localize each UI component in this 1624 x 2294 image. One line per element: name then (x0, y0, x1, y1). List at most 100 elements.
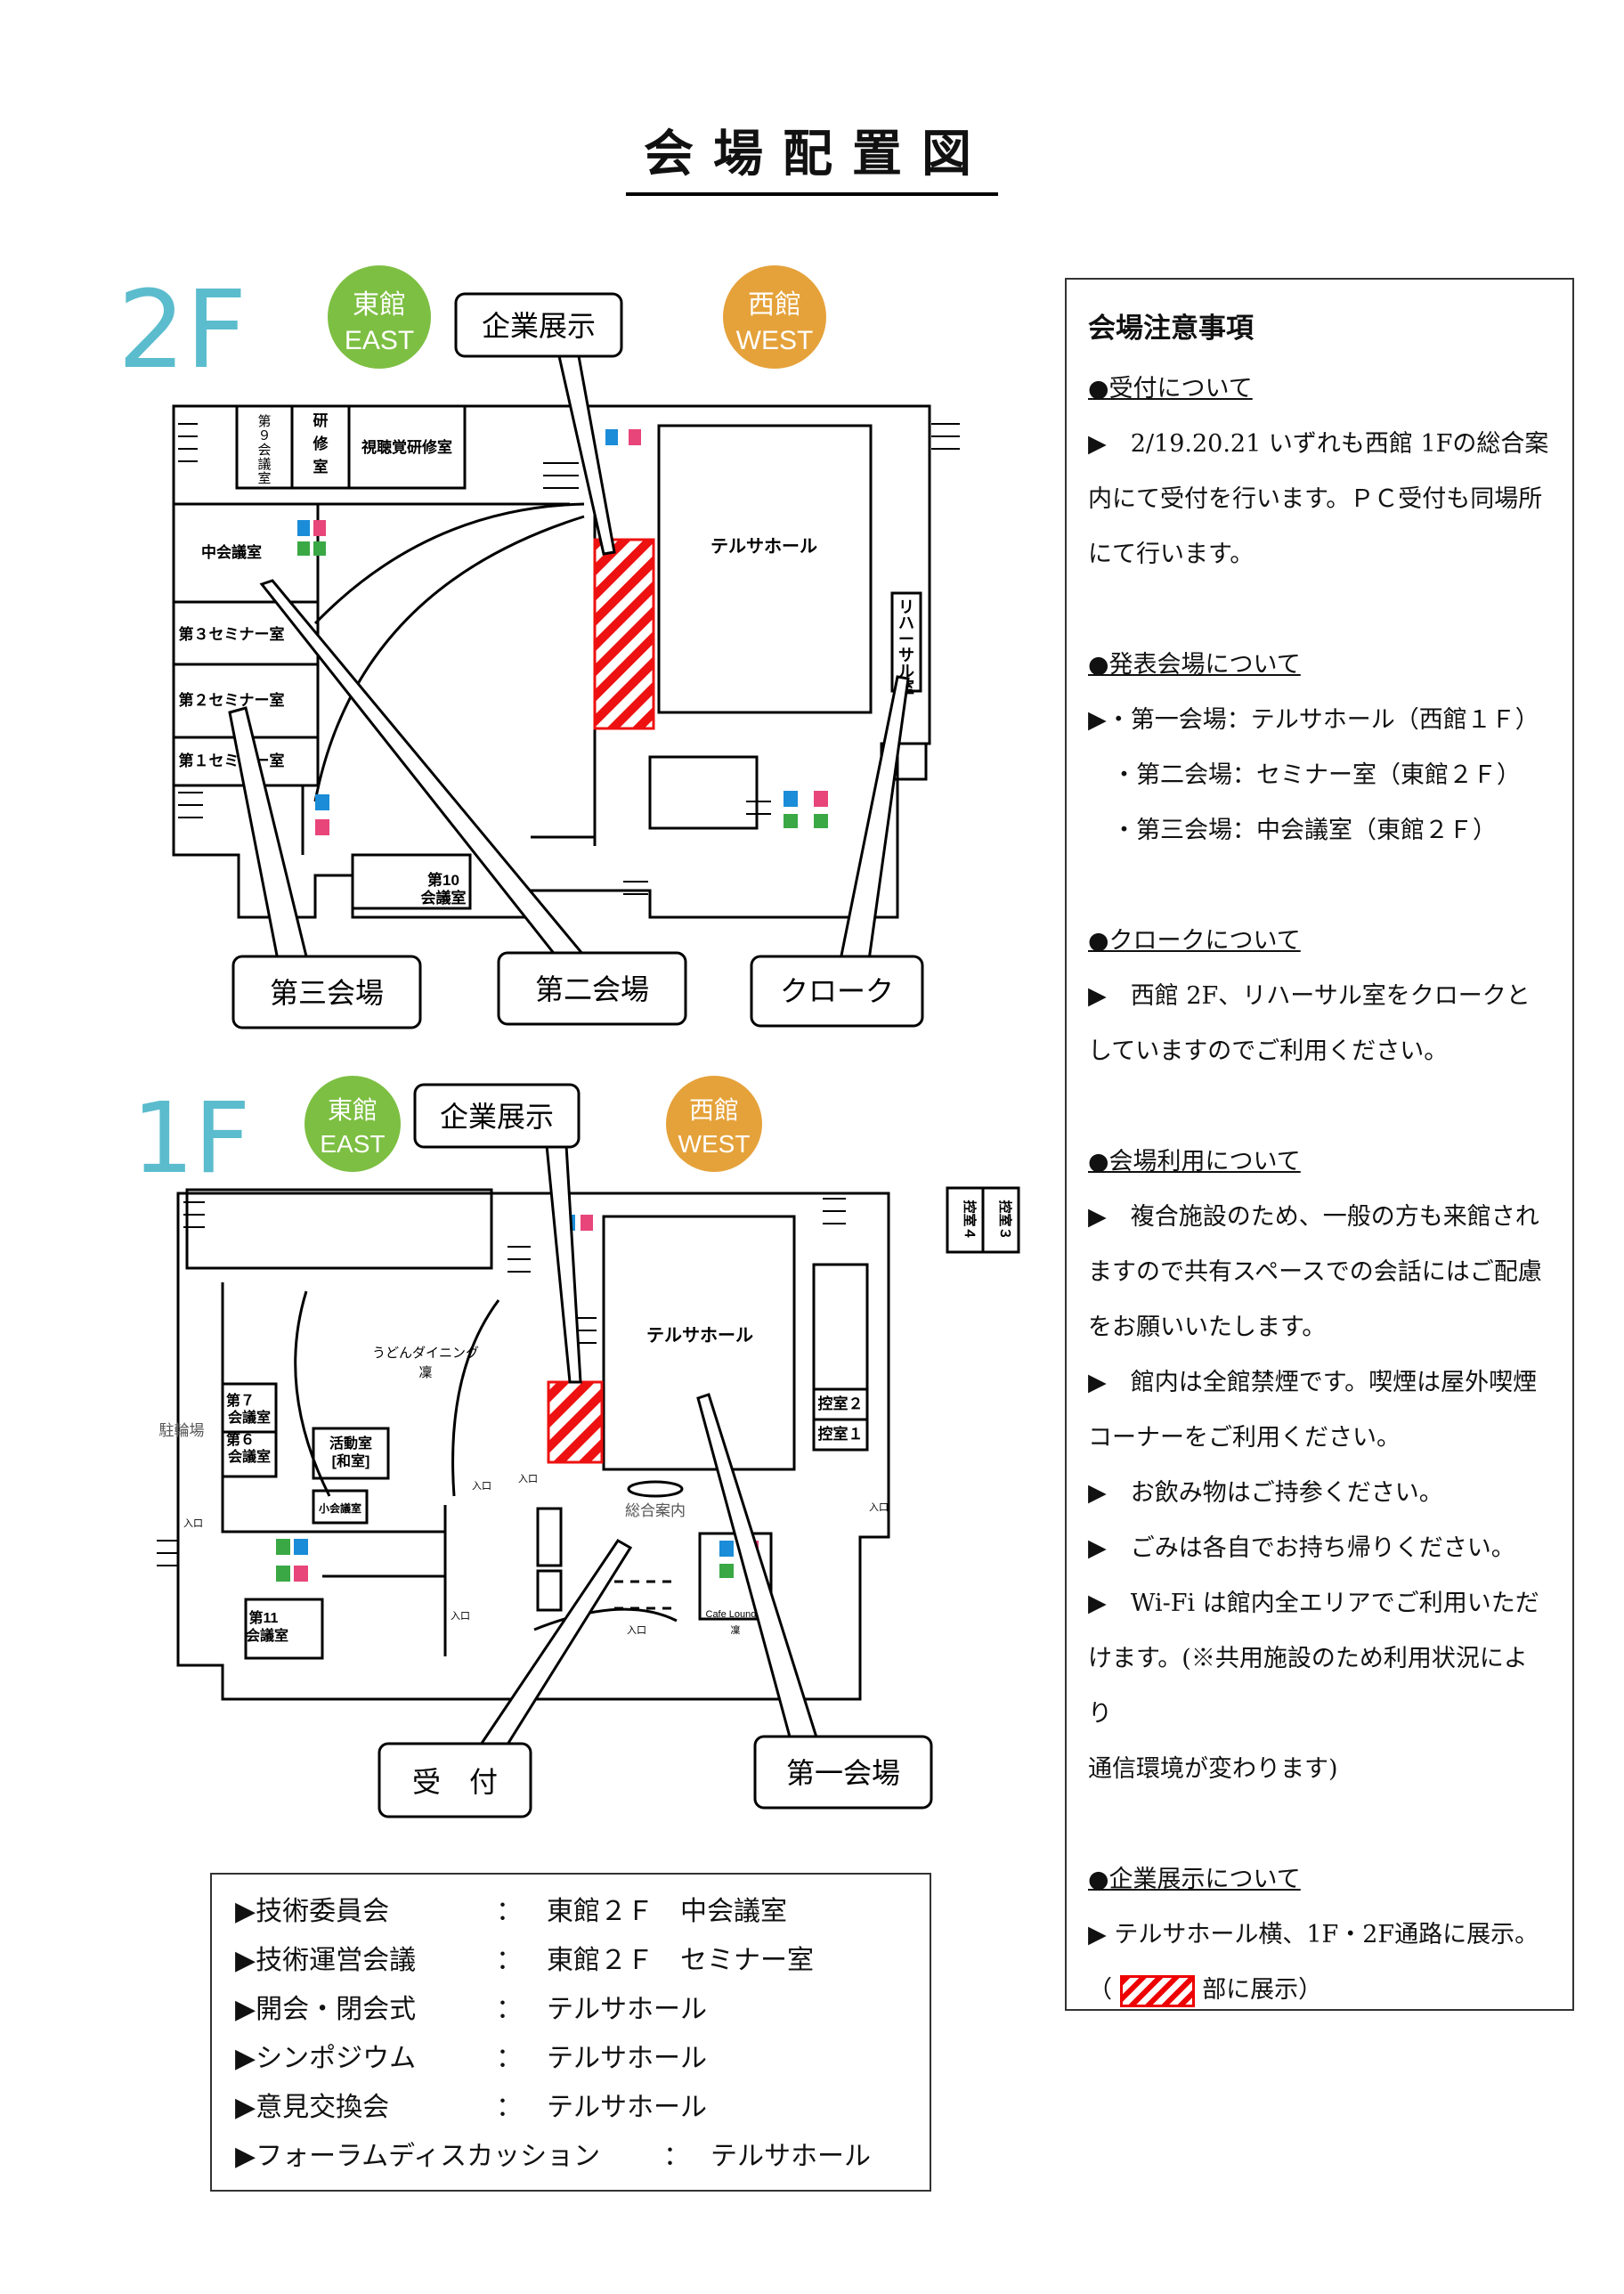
room-9-label: 第 ９ 会 議 室 (257, 413, 271, 486)
bicycle-parking-label: 駐輪場 (159, 1422, 205, 1439)
svg-text:Cafe Lounge: Cafe Lounge (706, 1609, 762, 1620)
callout-cloak: クローク (750, 955, 924, 1028)
svg-text:EAST: EAST (345, 326, 414, 355)
waiting-room-1-label: 控室１ (818, 1425, 864, 1443)
svg-text:西館: 西館 (748, 290, 801, 320)
notes-section-exhibit: ●企業展示について ▶ テルサホール横、1F・2F通路に展示。 （ 部に展示） (1088, 1852, 1551, 2018)
svg-text:第三会場: 第三会場 (270, 976, 384, 1010)
waiting-room-3-label: 控室３ (997, 1200, 1013, 1240)
svg-text:受 付: 受 付 (412, 1765, 498, 1799)
svg-text:入口: 入口 (869, 1502, 889, 1513)
notes-section-reception: ●受付について ▶ 2/19.20.21 いずれも西館 1Fの総合案 内にて受付… (1088, 375, 1549, 568)
small-meeting-room-label: 小会議室 (319, 1501, 361, 1515)
svg-text:入口: 入口 (472, 1481, 491, 1492)
svg-text:WEST: WEST (736, 326, 814, 355)
callout-reception: 受 付 (378, 1742, 532, 1818)
seminar-room-2-label: 第２セミナー室 (179, 691, 285, 709)
svg-text:第11: 第11 (249, 1609, 279, 1626)
svg-text:修: 修 (313, 435, 329, 452)
svg-text:西館: 西館 (689, 1096, 739, 1124)
exhibit-area-1f (547, 1380, 604, 1464)
svg-text:会議室: 会議室 (246, 1627, 288, 1644)
restroom-icons-2f (297, 429, 828, 835)
svg-text:東館: 東館 (353, 290, 406, 320)
page-title: 会場配置図 (0, 114, 1624, 196)
svg-text:入口: 入口 (627, 1625, 646, 1636)
svg-text:室: 室 (257, 471, 271, 486)
schedule-row: ▶技術運営会議：東館２Ｆ セミナー室 (235, 1945, 814, 1976)
svg-text:EAST: EAST (320, 1130, 385, 1158)
svg-text:入口: 入口 (451, 1611, 470, 1622)
exhibit-legend: （ 部に展示） (1088, 1963, 1551, 2018)
hatch-legend-swatch (1119, 1974, 1195, 2007)
floor-1f-plan: 1F 東館 EAST 西館 WEST (132, 1076, 1020, 1818)
west-badge-2f: 西館 WEST (723, 265, 826, 369)
telsa-hall-label-1f: テルサホール (646, 1326, 753, 1346)
callout-venue-3: 第三会場 (231, 955, 422, 1029)
medium-meeting-room-label: 中会議室 (201, 543, 262, 561)
floor-2f-label: 2F (118, 269, 247, 393)
callout-exhibit-1f: 企業展示 (413, 1083, 581, 1149)
notes-section-venues: ●発表会場について ▶・第一会場：テルサホール（西館１Ｆ） ・第二会場：セミナー… (1088, 651, 1539, 844)
seminar-room-1-label: 第１セミナー室 (179, 752, 285, 769)
notes-section-usage: ●会場利用について ▶ 複合施設のため、一般の方も来館され ますので共有スペース… (1088, 1148, 1542, 1783)
svg-text:第一会場: 第一会場 (786, 1756, 900, 1790)
svg-text:サ: サ (898, 647, 914, 664)
schedule-row: ▶意見交換会：テルサホール (235, 2092, 707, 2123)
svg-text:凜: 凜 (418, 1365, 432, 1380)
entrance-labels: 入口 入口 入口 入口 入口 入口 (183, 1474, 889, 1636)
east-badge-1f: 東館 EAST (304, 1076, 401, 1172)
info-desk-label: 総合案内 (625, 1502, 686, 1519)
cafe-lounge-label: Cafe Lounge 凜 (706, 1609, 762, 1636)
svg-text:９: ９ (257, 428, 271, 443)
schedule-row: ▶開会・閉会式：テルサホール (235, 1994, 707, 2025)
svg-text:東館: 東館 (328, 1096, 378, 1124)
svg-text:第二会場: 第二会場 (535, 972, 649, 1006)
restroom-icons-1f (276, 1215, 759, 1582)
svg-text:凜: 凜 (731, 1623, 741, 1636)
room-6-label: 第６ 会議室 (226, 1431, 271, 1465)
room-10-label: 第10 会議室 (421, 871, 467, 907)
udon-dining-label: うどんダイニング 凜 (372, 1346, 479, 1380)
svg-text:第７: 第７ (226, 1392, 255, 1409)
svg-text:ハ: ハ (898, 614, 914, 632)
svg-text:第: 第 (257, 413, 271, 429)
schedule-row: ▶技術委員会：東館２Ｆ 中会議室 (235, 1896, 787, 1927)
seminar-room-3-label: 第３セミナー室 (179, 625, 285, 643)
room-7-label: 第７ 会議室 (226, 1392, 271, 1426)
svg-text:第10: 第10 (427, 871, 459, 889)
exhibit-area-2f (593, 538, 655, 730)
schedule-row: ▶シンポジウム：テルサホール (235, 2043, 707, 2074)
svg-text:研: 研 (313, 412, 329, 429)
activity-room-label: 活動室 [和室] (329, 1435, 372, 1469)
floor-2f-plan: 2F 東館 EAST 西館 WEST (118, 265, 960, 1029)
floor-1f-label: 1F (132, 1081, 250, 1195)
svg-text:議: 議 (257, 456, 271, 472)
svg-text:ル: ル (898, 663, 914, 680)
west-badge-1f: 西館 WEST (666, 1076, 762, 1172)
schedule-row: ▶フォーラムディスカッション：テルサホール (235, 2141, 871, 2172)
callout-exhibit-2f: 企業展示 (454, 292, 623, 358)
training-room-label: 研 修 室 (313, 412, 329, 476)
schedule-box: ▶技術委員会：東館２Ｆ 中会議室 ▶技術運営会議：東館２Ｆ セミナー室 ▶開会・… (210, 1873, 931, 2192)
svg-text:入口: 入口 (518, 1474, 538, 1485)
svg-text:第６: 第６ (226, 1431, 255, 1448)
svg-text:リ: リ (898, 598, 914, 616)
svg-text:入口: 入口 (183, 1518, 203, 1529)
svg-text:[和室]: [和室] (332, 1452, 370, 1469)
svg-text:室: 室 (313, 458, 329, 476)
callout-venue-1: 第一会場 (753, 1735, 933, 1810)
waiting-room-2-label: 控室２ (818, 1395, 864, 1412)
svg-text:企業展示: 企業展示 (482, 309, 596, 343)
av-training-room-label: 視聴覚研修室 (361, 438, 452, 456)
waiting-room-4-label: 控室４ (962, 1200, 978, 1240)
notes-heading: 会場注意事項 (1088, 313, 1254, 345)
svg-text:ー: ー (898, 630, 914, 648)
svg-text:企業展示: 企業展示 (440, 1100, 554, 1134)
notes-section-cloak: ●クロークについて ▶ 西館 2F、リハーサル室をクロークと していますのでご利… (1088, 927, 1531, 1065)
telsa-hall-label-2f: テルサホール (710, 537, 817, 557)
svg-text:活動室: 活動室 (329, 1435, 372, 1452)
svg-text:会: 会 (257, 443, 271, 458)
svg-text:会議室: 会議室 (228, 1409, 271, 1426)
